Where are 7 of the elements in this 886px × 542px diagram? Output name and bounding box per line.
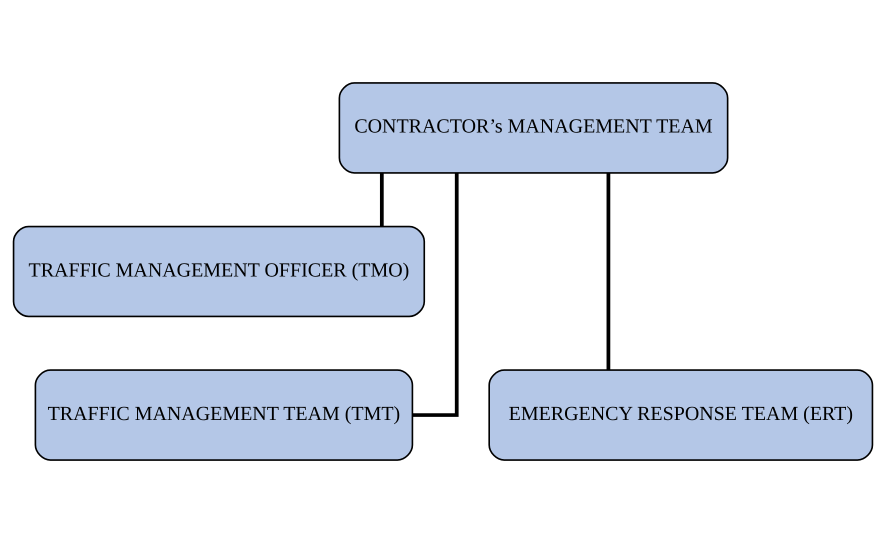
connector [380,172,384,226]
node-box: EMERGENCY RESPONSE TEAM (ERT) [488,368,874,460]
connector [412,172,459,416]
node-box: CONTRACTOR’s MANAGEMENT TEAM [338,82,728,174]
node-box: TRAFFIC MANAGEMENT TEAM (TMT) [34,368,414,460]
node-box: TRAFFIC MANAGEMENT OFFICER (TMO) [12,225,426,317]
connector [606,172,610,370]
